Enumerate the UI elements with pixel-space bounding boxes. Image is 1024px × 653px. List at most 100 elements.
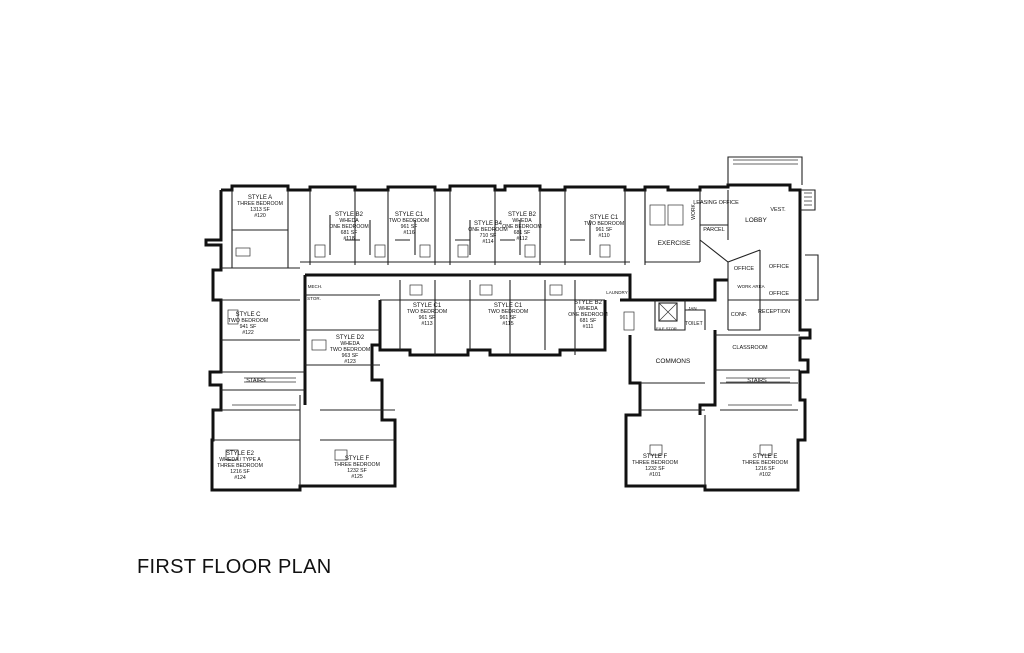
unit-label-line: STYLE E (753, 454, 778, 460)
unit-label-line: #112 (516, 236, 527, 242)
unit-label-line: 961 SF (596, 227, 613, 233)
unit-label-line: STYLE B4 (474, 221, 503, 227)
unit-label-line: 961 SF (419, 315, 436, 321)
room-work: WORK (691, 204, 697, 220)
unit-label-line: 681 SF (580, 318, 597, 324)
room-stor: STOR. (307, 296, 321, 301)
unit-label-line: WHEDA (512, 218, 532, 224)
unit-label-line: 1232 SF (347, 468, 367, 474)
unit-label-line: WHEDA (578, 306, 598, 312)
unit-label-line: #102 (759, 472, 771, 478)
unit-label-line: #118 (343, 236, 354, 242)
room-leasing-office: LEASING OFFICE (693, 200, 739, 206)
unit-label-line: 963 SF (342, 353, 359, 359)
unit-label-line: STYLE F (643, 454, 668, 460)
unit-label-line: STYLE A (248, 195, 272, 201)
unit-label-line: TWO BEDROOM (389, 218, 429, 224)
unit-label-line: #113 (421, 321, 432, 327)
room-conf: CONF. (731, 312, 748, 318)
room-commons: COMMONS (656, 358, 691, 365)
floor-plan-title: FIRST FLOOR PLAN (137, 556, 332, 578)
unit-label-line: STYLE B2 (335, 212, 364, 218)
unit-label-line: 1216 SF (230, 469, 250, 475)
room-reception: RECEPTION (758, 309, 790, 315)
unit-label-line: ONE BEDROOM (502, 224, 542, 230)
room-office-2: OFFICE (769, 264, 789, 270)
unit-label-line: #116 (403, 230, 414, 236)
room-stairs-right: STAIRS (747, 378, 767, 384)
unit-label-line: #124 (234, 475, 246, 481)
unit-label-line: STYLE C (235, 312, 261, 318)
unit-label-line: THREE BEDROOM (237, 201, 283, 207)
unit-label-line: WHEDA (340, 341, 360, 347)
building-outline (204, 183, 812, 492)
unit-label-line: 961 SF (500, 315, 517, 321)
room-office-1: OFFICE (734, 266, 754, 272)
unit-label-line: 1232 SF (645, 466, 665, 472)
room-work-area: WORK AREA (737, 284, 764, 289)
room-mech: MECH. (308, 284, 323, 289)
unit-label-line: WHEDA / TYPE A (219, 457, 261, 463)
unit-label-line: 681 SF (341, 230, 358, 236)
unit-label-line: 710 SF (480, 233, 497, 239)
room-file-stor: FILE STOR. (656, 326, 678, 331)
fixtures (225, 204, 792, 461)
unit-label-line: #114 (482, 239, 493, 245)
entry-canopy (727, 156, 819, 301)
unit-label-line: STYLE C1 (590, 215, 619, 221)
unit-label-line: 1216 SF (755, 466, 775, 472)
unit-label-line: #122 (242, 330, 254, 336)
unit-label-line: #110 (598, 233, 609, 239)
room-laundry: LAUNDRY (606, 290, 627, 295)
unit-label-line: WHEDA (339, 218, 359, 224)
unit-label-line: STYLE B2 (574, 300, 603, 306)
unit-label-line: TWO BEDROOM (228, 318, 268, 324)
unit-label-line: STYLE C1 (395, 212, 424, 218)
unit-label-line: THREE BEDROOM (334, 462, 380, 468)
room-parcel: PARCEL (703, 227, 725, 233)
unit-label-line: TWO BEDROOM (330, 347, 370, 353)
unit-label-line: STYLE F (345, 456, 370, 462)
room-exercise: EXERCISE (658, 240, 692, 247)
unit-label-line: ONE BEDROOM (568, 312, 608, 318)
unit-label-line: TWO BEDROOM (407, 309, 447, 315)
unit-label-line: THREE BEDROOM (632, 460, 678, 466)
room-labels: EXERCISE LEASING OFFICE LOBBY VEST. WORK… (246, 200, 790, 384)
room-stairs-left: STAIRS (246, 378, 266, 384)
room-lobby: LOBBY (745, 217, 767, 224)
unit-label-line: 941 SF (240, 324, 257, 330)
unit-label-line: STYLE B2 (508, 212, 537, 218)
unit-label-line: 961 SF (401, 224, 418, 230)
unit-label-line: 681 SF (514, 230, 531, 236)
unit-label-line: #120 (254, 213, 266, 219)
unit-label-line: STYLE C1 (413, 303, 442, 309)
unit-label-line: STYLE E2 (226, 451, 255, 457)
unit-label-line: ONE BEDROOM (468, 227, 508, 233)
unit-label-line: TWO BEDROOM (488, 309, 528, 315)
unit-label-line: #101 (649, 472, 661, 478)
room-classroom: CLASSROOM (732, 345, 768, 351)
room-vest: VEST. (770, 207, 786, 213)
room-office-3: OFFICE (769, 291, 789, 297)
unit-label-line: THREE BEDROOM (742, 460, 788, 466)
unit-label-line: ONE BEDROOM (329, 224, 369, 230)
unit-label-line: #123 (344, 359, 356, 365)
unit-label-line: #125 (351, 474, 363, 480)
room-toilet: TOILET (685, 321, 702, 327)
